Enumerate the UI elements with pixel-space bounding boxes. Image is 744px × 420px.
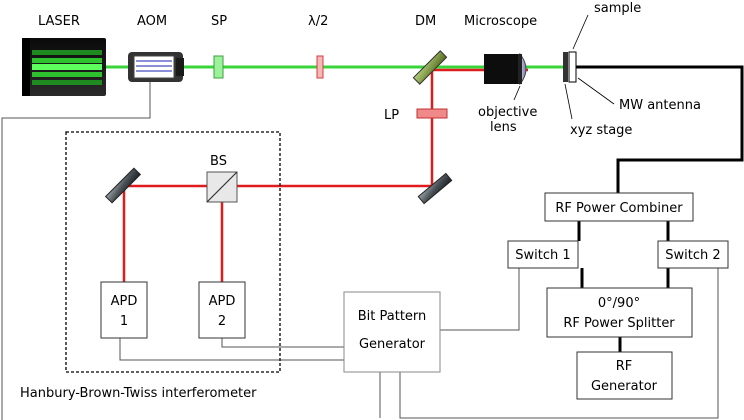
bpg-label-line2: Generator xyxy=(359,337,426,352)
rf-generator-label-line2: Generator xyxy=(591,379,658,394)
rf-cables xyxy=(576,65,744,352)
bpg-label-line1: Bit Pattern xyxy=(358,309,427,324)
switch1-label: Switch 1 xyxy=(515,248,570,263)
laser-icon xyxy=(22,38,106,96)
apd1-wire xyxy=(119,338,344,361)
antenna-pointer xyxy=(577,77,615,105)
dm-label: DM xyxy=(415,14,436,29)
objective-lens-icon xyxy=(484,52,527,86)
bit-pattern-generator-box xyxy=(343,291,441,373)
apd1-label-line1: APD xyxy=(111,294,138,309)
switch2-box xyxy=(657,240,729,269)
rf-generator-box xyxy=(576,351,673,400)
stage-pointer xyxy=(564,83,573,120)
aom-icon xyxy=(128,52,184,82)
mirror-icon-left xyxy=(104,167,142,204)
apd1-label-line2: 1 xyxy=(120,314,128,329)
beamsplitter-icon xyxy=(206,171,238,203)
antenna-cable xyxy=(576,65,744,193)
rf-power-splitter-box xyxy=(546,287,693,338)
hbt-box xyxy=(65,131,281,373)
switch1-wire xyxy=(440,268,520,331)
apd2-label-line1: APD xyxy=(209,294,236,309)
lp-label: LP xyxy=(384,108,399,123)
sample-label: sample xyxy=(594,1,641,16)
red-beam-main xyxy=(122,68,528,282)
apd2-box xyxy=(198,281,246,339)
switch1-box xyxy=(507,240,579,269)
rf-combiner-label: RF Power Combiner xyxy=(555,201,683,216)
red-beam xyxy=(122,68,528,282)
short-pass-filter-icon xyxy=(213,55,224,79)
long-pass-filter-icon xyxy=(416,108,448,119)
rf-generator-label-line1: RF xyxy=(616,359,633,374)
hbt-label: Hanbury-Brown-Twiss interferometer xyxy=(20,386,257,401)
apd2-wire xyxy=(221,338,344,348)
switch2-wire xyxy=(399,268,719,419)
apd1-box xyxy=(100,281,148,339)
switch2-label: Switch 2 xyxy=(665,248,720,263)
aom-wire xyxy=(1,78,151,420)
aom-label: AOM xyxy=(137,14,167,29)
bs-label: BS xyxy=(210,154,227,169)
microscope-label: Microscope xyxy=(464,14,537,29)
laser-label: LASER xyxy=(38,14,80,29)
xyz-stage-label: xyz stage xyxy=(570,123,632,138)
sp-label: SP xyxy=(211,14,227,29)
apd2-label-line2: 2 xyxy=(218,314,226,329)
dichroic-mirror-icon xyxy=(412,50,448,85)
sample-stage-icon xyxy=(563,51,577,83)
mirror-icon-right xyxy=(417,172,453,205)
objective-label-line1: objective xyxy=(478,105,537,120)
objective-label-line2: lens xyxy=(490,120,517,135)
splitter-label-line2: RF Power Splitter xyxy=(563,316,675,331)
sample-pointer xyxy=(572,14,589,50)
mw-antenna-label: MW antenna xyxy=(619,98,701,113)
objective-pointer xyxy=(513,85,521,101)
half-wave-label: λ/2 xyxy=(308,14,328,29)
control-wires xyxy=(1,78,719,420)
splitter-label-line1: 0°/90° xyxy=(598,296,640,311)
half-wave-plate-icon xyxy=(316,55,324,79)
rf-power-combiner-box xyxy=(544,192,694,222)
